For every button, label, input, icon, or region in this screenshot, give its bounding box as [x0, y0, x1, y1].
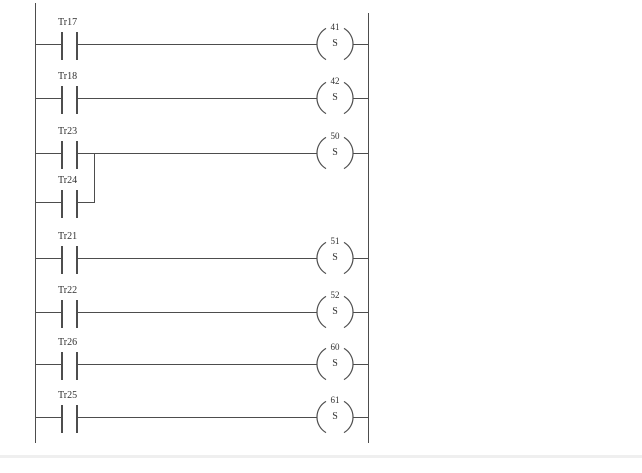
contact-left-bar [61, 190, 63, 218]
contact-left-bar [61, 86, 63, 114]
contact-right-bar [76, 141, 78, 169]
wire-segment [35, 202, 61, 203]
coil-arc-right [343, 400, 354, 434]
wire-segment [353, 98, 368, 99]
wire-segment [78, 258, 317, 259]
contact-right-bar [76, 300, 78, 328]
coil-number: 41 [330, 22, 340, 32]
contact-label: Tr26 [58, 337, 78, 348]
wire-segment [35, 153, 61, 154]
contact-label: Tr25 [58, 390, 78, 401]
coil-number: 60 [330, 342, 340, 352]
wire-segment [35, 258, 61, 259]
rung: Tr18 42 S [0, 71, 642, 120]
contact-right-bar [76, 246, 78, 274]
wire-segment [353, 417, 368, 418]
coil-arc-right [343, 81, 354, 115]
wire-segment [35, 44, 61, 45]
coil-arc-left [316, 241, 327, 275]
set-coil-icon [316, 241, 354, 275]
contact-left-bar [61, 300, 63, 328]
coil-number: 42 [330, 76, 340, 86]
set-coil-icon [316, 400, 354, 434]
right-power-rail [368, 13, 369, 443]
contact-left-bar [61, 352, 63, 380]
coil-set-label: S [332, 306, 338, 317]
set-coil-icon [316, 27, 354, 61]
contact-label: Tr17 [58, 17, 78, 28]
rung: Tr17 41 S [0, 17, 642, 66]
coil-set-label: S [332, 92, 338, 103]
branch-connector [94, 153, 95, 203]
coil-arc-left [316, 136, 327, 170]
wire-segment [78, 202, 95, 203]
rung: Tr26 60 S [0, 337, 642, 386]
coil-arc-right [343, 347, 354, 381]
wire-segment [353, 364, 368, 365]
coil-arc-left [316, 295, 327, 329]
coil-number: 51 [330, 236, 340, 246]
contact-label: Tr22 [58, 285, 78, 296]
coil-set-label: S [332, 358, 338, 369]
coil-set-label: S [332, 252, 338, 263]
contact-left-bar [61, 141, 63, 169]
set-coil-icon [316, 347, 354, 381]
contact-label: Tr18 [58, 71, 78, 82]
coil-arc-right [343, 241, 354, 275]
wire-segment [78, 44, 317, 45]
contact-right-bar [76, 405, 78, 433]
rung: Tr22 52 S [0, 285, 642, 334]
left-power-rail [35, 3, 36, 443]
rung: Tr25 61 S [0, 390, 642, 439]
contact-left-bar [61, 246, 63, 274]
rung: Tr23 50 S [0, 126, 642, 203]
coil-arc-left [316, 400, 327, 434]
coil-number: 52 [330, 290, 340, 300]
coil-arc-left [316, 81, 327, 115]
wire-segment [353, 258, 368, 259]
coil-set-label: S [332, 411, 338, 422]
parallel-branch: Tr24 [0, 175, 642, 224]
wire-segment [35, 364, 61, 365]
contact-right-bar [76, 86, 78, 114]
coil-arc-right [343, 27, 354, 61]
wire-segment [78, 417, 317, 418]
wire-segment [78, 98, 317, 99]
page-edge-shadow [0, 455, 642, 458]
coil-arc-right [343, 136, 354, 170]
wire-segment [35, 417, 61, 418]
contact-label: Tr24 [58, 175, 78, 186]
wire-segment [78, 153, 317, 154]
rung: Tr21 51 S [0, 231, 642, 280]
coil-arc-left [316, 347, 327, 381]
coil-arc-left [316, 27, 327, 61]
contact-right-bar [76, 32, 78, 60]
contact-left-bar [61, 32, 63, 60]
set-coil-icon [316, 81, 354, 115]
coil-number: 61 [330, 395, 340, 405]
contact-left-bar [61, 405, 63, 433]
set-coil-icon [316, 295, 354, 329]
wire-segment [35, 312, 61, 313]
coil-set-label: S [332, 147, 338, 158]
coil-set-label: S [332, 38, 338, 49]
wire-segment [35, 98, 61, 99]
contact-label: Tr21 [58, 231, 78, 242]
set-coil-icon [316, 136, 354, 170]
wire-segment [353, 44, 368, 45]
wire-segment [353, 153, 368, 154]
contact-right-bar [76, 352, 78, 380]
wire-segment [78, 312, 317, 313]
contact-label: Tr23 [58, 126, 78, 137]
contact-right-bar [76, 190, 78, 218]
wire-segment [78, 364, 317, 365]
coil-arc-right [343, 295, 354, 329]
coil-number: 50 [330, 131, 340, 141]
wire-segment [353, 312, 368, 313]
